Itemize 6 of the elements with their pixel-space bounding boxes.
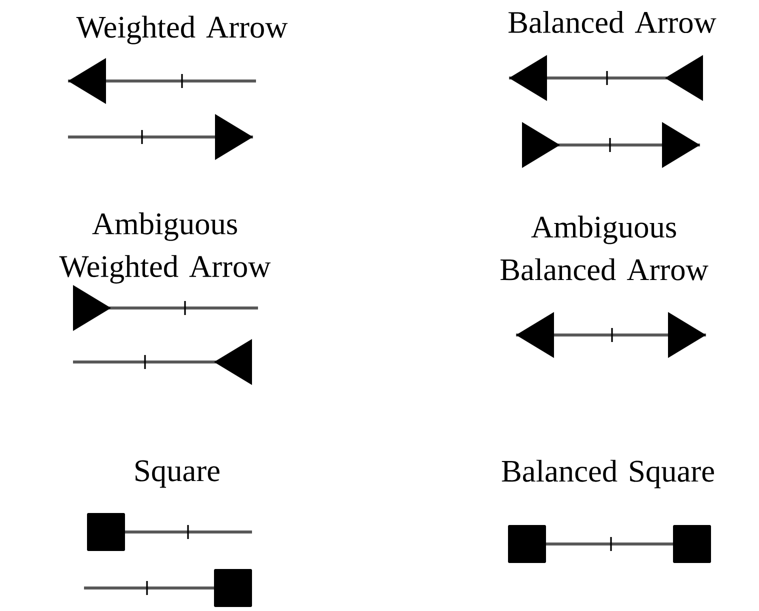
symbol-title: Ambiguous Balanced Arrow	[500, 216, 708, 280]
symbol-title: Square	[136, 460, 220, 488]
symbol-title: Weighted Arrow	[76, 16, 288, 44]
symbol-title: Ambiguous Weighted Arrow	[59, 212, 271, 284]
symbol-title: Balanced Square	[502, 460, 714, 488]
symbol-title: Balanced Arrow	[508, 11, 716, 34]
